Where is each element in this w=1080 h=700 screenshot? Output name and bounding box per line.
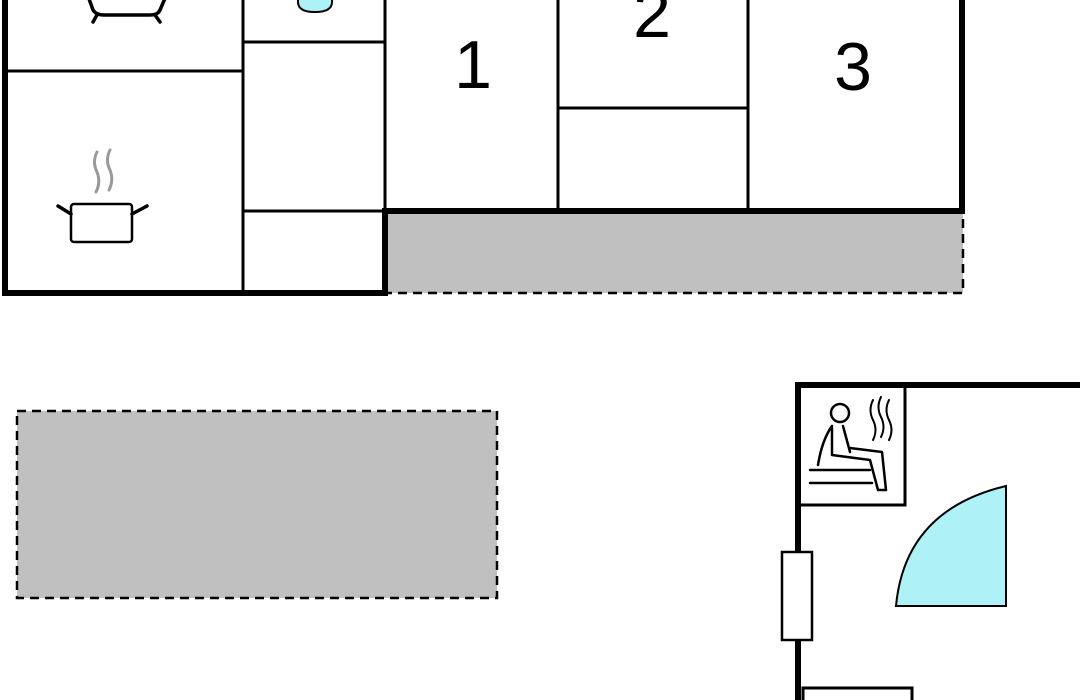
kitchen-pot-icon [56,148,149,244]
door-icon [780,550,814,642]
sauna-icon [808,396,893,492]
shower-icon [894,484,1007,607]
terrace-lower-left [15,409,499,600]
terrace-upper [383,210,965,295]
main-house-walls [2,0,965,296]
room-number-3: 3 [834,29,872,105]
room-number-1: 1 [454,27,492,103]
sink-icon [297,0,333,14]
room-number-2: 2 [633,0,671,52]
chair-icon [87,0,167,24]
